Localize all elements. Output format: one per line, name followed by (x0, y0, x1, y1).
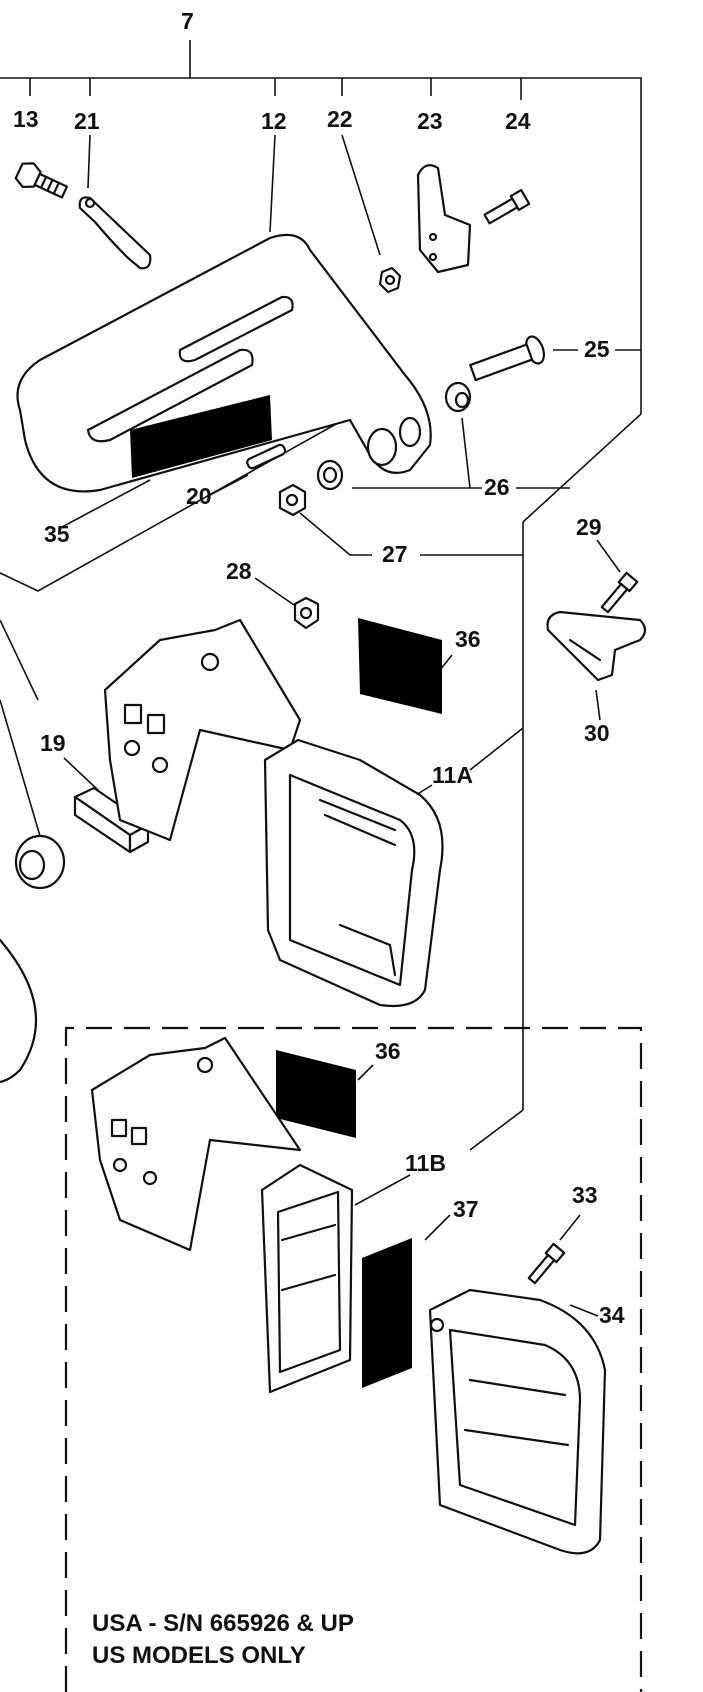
callout-29: 29 (576, 514, 602, 540)
part-34-cover (428, 1288, 607, 1555)
callout-22: 22 (327, 106, 353, 132)
part-35-label (130, 395, 272, 478)
callout-28: 28 (226, 558, 252, 584)
callout-23: 23 (417, 108, 443, 134)
callout-36-upper: 36 (455, 626, 481, 652)
part-36-label-upper (358, 618, 442, 714)
callout-11a: 11A (432, 762, 473, 788)
part-36-label-lower (276, 1050, 356, 1138)
callout-12: 12 (261, 108, 287, 134)
usa-models-dashed-box (64, 1026, 643, 1692)
callout-33: 33 (572, 1182, 598, 1208)
part-13-bolt (14, 162, 69, 199)
part-23-bracket (416, 164, 472, 274)
callout-30: 30 (584, 720, 610, 746)
part-11b-housing (90, 1036, 354, 1394)
callout-19: 19 (40, 730, 66, 756)
part-33-screw (527, 1242, 566, 1285)
part-27-nut (278, 483, 307, 517)
part-11a-housing (103, 618, 444, 1008)
callout-26: 26 (484, 474, 510, 500)
part-29-screw (600, 571, 639, 614)
part-12-guide-plate (16, 233, 432, 493)
callout-27: 27 (382, 541, 408, 567)
part-26-collar-upper (444, 381, 472, 413)
part-28-flange-nut (293, 596, 320, 630)
callout-24: 24 (505, 108, 531, 134)
leader-lines (0, 40, 642, 1317)
note-us-models-only: US MODELS ONLY (92, 1642, 306, 1669)
callout-11b: 11B (405, 1150, 446, 1176)
part-25-bolt (469, 335, 546, 382)
callout-25: 25 (584, 336, 610, 362)
callout-21: 21 (74, 108, 100, 134)
callout-7: 7 (181, 8, 194, 34)
sprocket-partial (0, 834, 66, 1084)
callout-35: 35 (44, 521, 70, 547)
callout-20: 20 (186, 483, 212, 509)
note-usa-serial: USA - S/N 665926 & UP (92, 1610, 354, 1637)
callout-37: 37 (453, 1196, 479, 1222)
part-21-clip (78, 196, 152, 270)
part-26-collar-lower (316, 459, 344, 491)
part-22-nut (378, 266, 402, 294)
callout-36-lower: 36 (375, 1038, 401, 1064)
part-30-chain-catcher (546, 610, 647, 682)
part-37-label (362, 1238, 412, 1388)
part-24-screw (483, 188, 531, 225)
callout-13: 13 (13, 106, 39, 132)
part-20-pin (246, 443, 287, 470)
callout-34: 34 (599, 1302, 625, 1328)
